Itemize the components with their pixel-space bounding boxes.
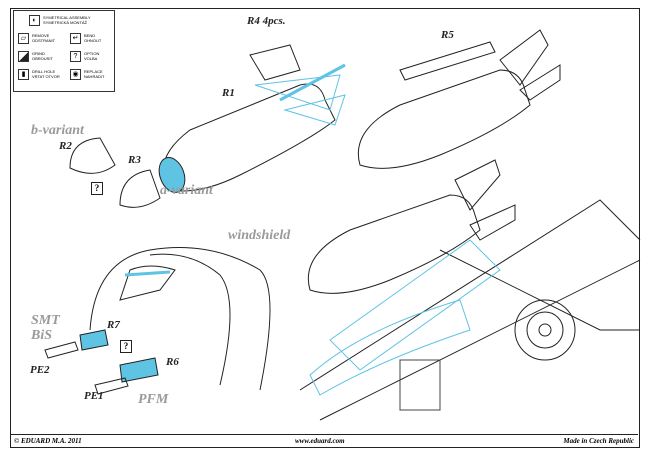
windshield-frame (89, 247, 271, 391)
replace-icon: ◉ (70, 69, 81, 80)
part-r7 (79, 329, 109, 351)
remove-icon: ▱ (18, 33, 29, 44)
label-r2: R2 (59, 140, 72, 152)
label-pfm: PFM (138, 392, 169, 407)
part-r6 (119, 357, 159, 383)
label-r4: R4 4pcs. (247, 15, 286, 27)
option-mark: ? (91, 182, 103, 195)
bomb-r1 (158, 44, 346, 193)
grind-icon (18, 51, 29, 62)
part-pe1 (94, 377, 129, 395)
legend-bend: BEND OHNOUT (84, 33, 102, 43)
nose-r2 (69, 137, 116, 174)
aircraft-fuselage (299, 199, 641, 421)
label-r5: R5 (441, 29, 454, 41)
label-r3: R3 (128, 154, 141, 166)
legend-grind: GRIND OBROUSIT (32, 51, 53, 61)
label-smt: SMT (31, 313, 60, 328)
label-pe1: PE1 (84, 390, 104, 402)
bend-icon: ↵ (70, 33, 81, 44)
nose-r3 (119, 169, 161, 208)
copyright: © EDUARD M.A. 2011 (14, 437, 82, 445)
option-icon: ? (70, 51, 81, 62)
legend-drill: DRILL HOLE VRTAT OTVOR (32, 69, 60, 79)
legend-remove: REMOVE ODSTRANIT (32, 33, 56, 43)
made-in: Made in Czech Republic (563, 437, 634, 445)
option-mark-2: ? (120, 340, 132, 353)
label-windshield: windshield (228, 228, 291, 243)
symbol-legend: ◐SYMETRICAL ASSEMBLY SYMETRICKÁ MONTÁŽ ▱… (13, 10, 115, 92)
label-pe2: PE2 (30, 364, 50, 376)
label-r1: R1 (222, 87, 235, 99)
drill-icon: ▮ (18, 69, 29, 80)
bomb-r5 (357, 29, 561, 169)
label-b-variant: b-variant (31, 123, 84, 138)
footer: © EDUARD M.A. 2011 www.eduard.com Made i… (10, 434, 638, 447)
label-a-variant: a-variant (160, 183, 213, 198)
legend-option: OPTION VOLBA (84, 51, 100, 61)
legend-symmetrical: SYMETRICAL ASSEMBLY SYMETRICKÁ MONTÁŽ (43, 15, 91, 25)
sheet-frame (10, 8, 640, 448)
part-pe2 (44, 341, 79, 359)
bomb-lower (307, 159, 516, 294)
legend-replace: REPLACE NAHRADIT (84, 69, 105, 79)
label-r6: R6 (166, 356, 179, 368)
label-bis: BiS (31, 328, 53, 343)
label-r7: R7 (107, 319, 120, 331)
website-link[interactable]: www.eduard.com (295, 437, 345, 445)
symmetry-icon: ◐ (29, 15, 40, 26)
